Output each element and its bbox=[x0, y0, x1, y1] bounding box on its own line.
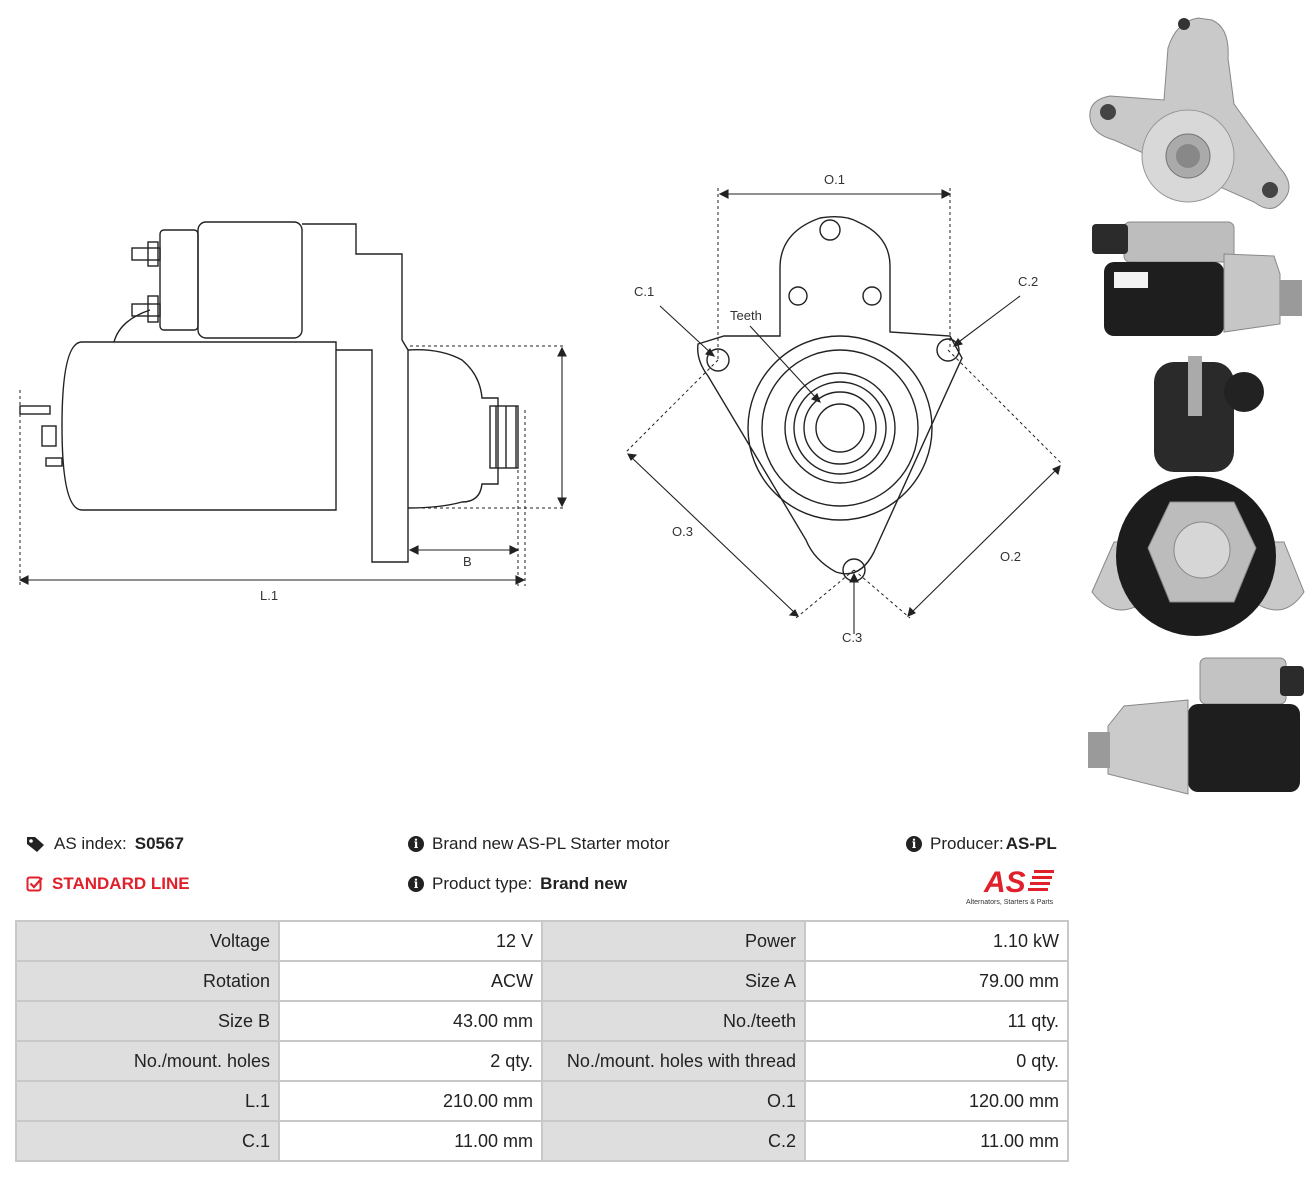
producer-label: Producer: bbox=[930, 834, 1004, 853]
spec-value: 11.00 mm bbox=[278, 1120, 543, 1162]
mount-hole-c2 bbox=[936, 338, 960, 362]
spec-value: 43.00 mm bbox=[278, 1000, 543, 1042]
product-type-label: Product type: bbox=[432, 874, 533, 893]
label-c1: C.1 bbox=[634, 284, 654, 299]
info-icon: i bbox=[408, 876, 424, 892]
standard-line-badge: STANDARD LINE bbox=[26, 874, 190, 894]
as-index-line: AS index: S0567 bbox=[26, 834, 184, 854]
spec-value: 11 qty. bbox=[804, 1000, 1069, 1042]
product-type-value: Brand new bbox=[540, 874, 628, 893]
label-o1: O.1 bbox=[824, 172, 845, 187]
spec-value: 11.00 mm bbox=[804, 1120, 1069, 1162]
spec-label: Rotation bbox=[15, 960, 280, 1002]
as-index-label: AS index: bbox=[54, 834, 127, 853]
label-l1: L.1 bbox=[260, 588, 278, 603]
table-row: Size B 43.00 mm No./teeth 11 qty. bbox=[15, 1000, 1069, 1042]
product-photo-side-bottom bbox=[1088, 657, 1304, 795]
front-view-drawing: O.1 O.2 O.3 C.1 C.2 C.3 Teeth bbox=[625, 172, 1063, 645]
tag-icon bbox=[27, 837, 44, 852]
side-view-drawing: A B L.1 bbox=[18, 221, 567, 603]
as-pl-logo: AS Alternators, Starters & Parts bbox=[964, 862, 1068, 908]
spec-label: C.2 bbox=[541, 1120, 806, 1162]
producer-line: i Producer: AS-PL bbox=[906, 834, 1057, 854]
spec-label: O.1 bbox=[541, 1080, 806, 1122]
solenoid-body bbox=[197, 221, 303, 339]
spec-table: Voltage 12 V Power 1.10 kW Rotation ACW … bbox=[15, 920, 1069, 1162]
label-o2: O.2 bbox=[1000, 549, 1021, 564]
pinion-gear bbox=[803, 391, 877, 465]
spec-label: Size B bbox=[15, 1000, 280, 1042]
product-photo-rear bbox=[1091, 356, 1305, 636]
spec-value: 120.00 mm bbox=[804, 1080, 1069, 1122]
table-row: Voltage 12 V Power 1.10 kW bbox=[15, 920, 1069, 962]
spec-label: No./teeth bbox=[541, 1000, 806, 1042]
spec-value: 210.00 mm bbox=[278, 1080, 543, 1122]
label-teeth: Teeth bbox=[730, 308, 762, 323]
label-o3: O.3 bbox=[672, 524, 693, 539]
spec-value: 2 qty. bbox=[278, 1040, 543, 1082]
mount-flange bbox=[697, 215, 963, 575]
spec-label: Voltage bbox=[15, 920, 280, 962]
spec-value: 12 V bbox=[278, 920, 543, 962]
as-index-value: S0567 bbox=[134, 834, 184, 853]
table-row: C.1 11.00 mm C.2 11.00 mm bbox=[15, 1120, 1069, 1162]
brand-text: Brand new AS-PL Starter motor bbox=[432, 834, 670, 853]
mount-hole-c1 bbox=[706, 348, 730, 372]
standard-line-label: STANDARD LINE bbox=[52, 874, 190, 893]
spec-value: 79.00 mm bbox=[804, 960, 1069, 1002]
label-b: B bbox=[463, 554, 472, 569]
spec-value: ACW bbox=[278, 960, 543, 1002]
product-type-line: i Product type: Brand new bbox=[408, 874, 627, 894]
table-row: L.1 210.00 mm O.1 120.00 mm bbox=[15, 1080, 1069, 1122]
spec-label: Power bbox=[541, 920, 806, 962]
product-photo-front bbox=[1089, 17, 1290, 209]
product-photo-side-top bbox=[1092, 221, 1302, 336]
label-c2: C.2 bbox=[1018, 274, 1038, 289]
spec-label: L.1 bbox=[15, 1080, 280, 1122]
info-icon: i bbox=[906, 836, 922, 852]
as-logo-mark: AS Alternators, Starters & Parts bbox=[966, 866, 1054, 906]
spec-label: C.1 bbox=[15, 1120, 280, 1162]
table-row: Rotation ACW Size A 79.00 mm bbox=[15, 960, 1069, 1002]
spec-label: No./mount. holes with thread bbox=[541, 1040, 806, 1082]
spec-label: Size A bbox=[541, 960, 806, 1002]
producer-value: AS-PL bbox=[1005, 834, 1057, 853]
svg-text:Alternators, Starters & Parts: Alternators, Starters & Parts bbox=[966, 899, 1054, 906]
brand-info-line: i Brand new AS-PL Starter motor bbox=[408, 834, 669, 854]
info-icon: i bbox=[408, 836, 424, 852]
checkbox-icon bbox=[26, 876, 43, 892]
spec-value: 1.10 kW bbox=[804, 920, 1069, 962]
label-c3: C.3 bbox=[842, 630, 862, 645]
spec-label: No./mount. holes bbox=[15, 1040, 280, 1082]
motor-body bbox=[61, 341, 337, 511]
nose-outer bbox=[747, 335, 933, 521]
spec-value: 0 qty. bbox=[804, 1040, 1069, 1082]
svg-text:AS: AS bbox=[983, 866, 1026, 899]
table-row: No./mount. holes 2 qty. No./mount. holes… bbox=[15, 1040, 1069, 1082]
